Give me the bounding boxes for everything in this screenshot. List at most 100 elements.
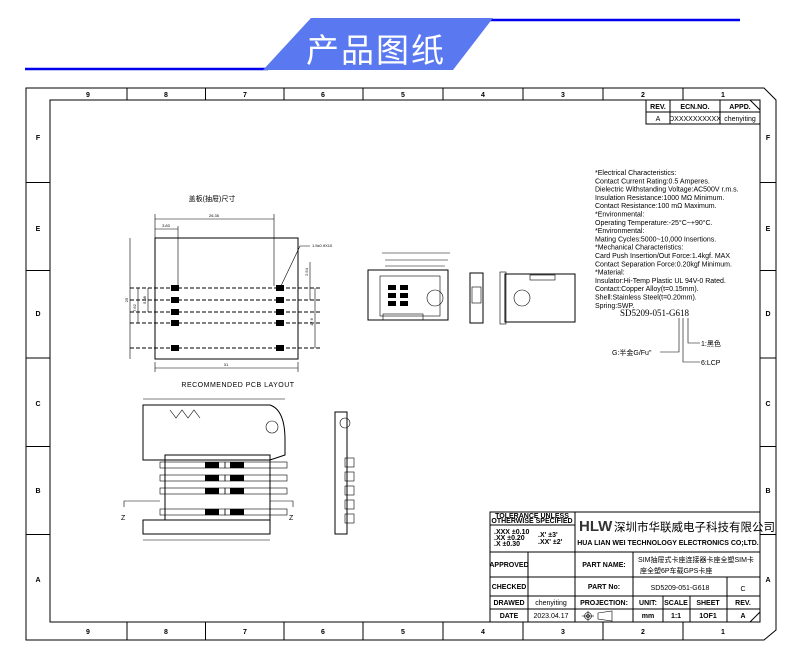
revision-block: REV. ECN.NO. APPD. A DXXXXXXXXXX chenyit…	[645, 99, 761, 125]
spec-line: *Mechanical Characteristics:	[595, 245, 683, 252]
section-label: Z	[121, 515, 126, 522]
pcb-pad	[171, 345, 179, 351]
row-label: A	[765, 577, 770, 584]
part-revision: C	[740, 586, 745, 593]
column-label: 6	[321, 629, 325, 636]
spec-line: Dielectric Withstanding Voltage:AC500V r…	[595, 187, 739, 194]
pcb-pad	[276, 320, 284, 326]
banner: 产品图纸	[0, 0, 790, 80]
row-label: D	[35, 311, 40, 318]
company-logo: HLW	[579, 518, 613, 535]
pcb-layout-title: 盖板(抽屉)尺寸	[189, 194, 236, 203]
row-label: A	[35, 577, 40, 584]
company-name-en: HUA LIAN WEI TECHNOLOGY ELECTRONICS CO;L…	[577, 540, 759, 547]
tolerance: .XXX ±0.10	[494, 529, 529, 536]
column-label: 2	[641, 629, 645, 636]
pcb-layout-caption: RECOMMENDED PCB LAYOUT	[181, 382, 294, 389]
appd-value: chenyiting	[724, 116, 756, 123]
profile-pin	[344, 499, 355, 510]
pcb-pad	[171, 285, 179, 291]
unit-label: UNIT:	[639, 600, 657, 607]
spec-line: Insulator:Hi-Temp Plastic UL 94V-0 Rated…	[595, 278, 726, 285]
column-label: 7	[243, 629, 247, 636]
column-label: 1	[721, 92, 725, 99]
approved-label: APPROVED	[489, 562, 528, 569]
connector-bottom-view: Z Z	[121, 398, 294, 541]
spec-line: Spring:SWP.	[595, 303, 634, 310]
pcb-pads	[171, 285, 284, 351]
dim-label: 2.54	[304, 267, 309, 276]
tolerance: .X ±0.30	[494, 541, 520, 548]
part-code-diagram: SD5209-051-G618 1:黑色 6:LCP G:半金G/Fu"	[612, 308, 721, 367]
column-label: 3	[561, 92, 565, 99]
column-label: 1	[721, 629, 725, 636]
company-name-cn: 深圳市华联威电子科技有限公司	[614, 520, 775, 534]
banner-shape	[263, 18, 493, 70]
date-value: 2023.04.17	[533, 613, 568, 620]
angle-tolerance: .XX' ±2'	[538, 539, 563, 546]
dim-label: 17.6	[309, 317, 314, 326]
rev-label: REV.	[735, 600, 751, 607]
spec-line: Insulation Resistance:1000 MΩ Minimum.	[595, 195, 724, 202]
profile-pin	[344, 457, 355, 468]
column-label: 4	[481, 92, 485, 99]
part-name: 座全塑6P车载GPS卡座	[640, 566, 712, 575]
row-label: B	[35, 488, 40, 495]
part-code-note-plating: G:半金G/Fu"	[612, 348, 652, 357]
rev-header: REV.	[650, 104, 666, 111]
pcb-pad	[171, 297, 179, 303]
pcb-pad	[276, 297, 284, 303]
contact-pin	[224, 461, 288, 469]
scale-label: SCALE	[664, 600, 688, 607]
sheet-value: 1OF1	[699, 613, 717, 620]
part-name: SIM抽屉式卡座连接器卡座全塑SIM卡	[638, 555, 754, 564]
dim-label: 3.83	[162, 223, 171, 228]
part-code-note-material: 6:LCP	[701, 360, 721, 367]
rev-value: A	[656, 116, 661, 123]
drawed-label: DRAWED	[493, 600, 524, 607]
row-label: F	[766, 135, 771, 142]
spec-line: Mating Cycles:5000~10,000 Insertions.	[595, 236, 716, 243]
profile-pin	[344, 485, 355, 496]
row-label: D	[765, 311, 770, 318]
part-no: SD5209-051-G618	[651, 585, 710, 592]
spec-line: Contact:Copper Alloy(t=0.15mm).	[595, 286, 699, 293]
row-label: E	[36, 226, 41, 233]
column-label: 4	[481, 629, 485, 636]
checked-label: CHECKED	[492, 584, 527, 591]
banner-graphic	[25, 18, 740, 71]
dim-label: 25	[124, 297, 129, 302]
spec-line: Card Push Insertion/Out Force:1.4kgf. MA…	[595, 253, 730, 260]
connector-side-view	[469, 272, 484, 324]
angle-tolerance: .X' ±3'	[538, 532, 558, 539]
contact-pin	[224, 474, 288, 482]
row-label: C	[765, 401, 770, 408]
connector-rear-view	[499, 271, 576, 325]
spec-line: Contact Resistance:100 mΩ Maximum.	[595, 203, 717, 210]
spec-line: *Environmental:	[595, 228, 644, 235]
section-label: Z	[289, 515, 294, 522]
scale-value: 1:1	[671, 613, 681, 620]
title-block: TOLERANCE UNLESS OTHERWISE SPECIFIED .XX…	[489, 511, 775, 623]
part-name-label: PART NAME:	[582, 562, 625, 569]
column-label: 6	[321, 92, 325, 99]
dim-label: 26.35	[209, 213, 220, 218]
contact-pin	[224, 508, 288, 516]
projection-label: PROJECTION:	[580, 600, 628, 607]
sheet-label: SHEET	[696, 600, 720, 607]
column-label: 8	[164, 92, 168, 99]
pcb-pad	[171, 309, 179, 315]
spec-line: Operating Temperature:-25°C~+90°C.	[595, 219, 713, 227]
outer-border	[25, 87, 777, 641]
row-label: C	[35, 401, 40, 408]
column-label: 2	[641, 92, 645, 99]
banner-title: 产品图纸	[306, 31, 446, 70]
specifications-text: *Electrical Characteristics: Contact Cur…	[595, 170, 739, 310]
dim-label: 31	[224, 362, 229, 367]
column-label: 8	[164, 629, 168, 636]
spec-line: Shell:Stainless Steel(t=0.20mm).	[595, 295, 697, 302]
unit-value: mm	[642, 613, 654, 620]
dim-label: 5.08	[142, 295, 147, 304]
date-label: DATE	[500, 613, 519, 620]
